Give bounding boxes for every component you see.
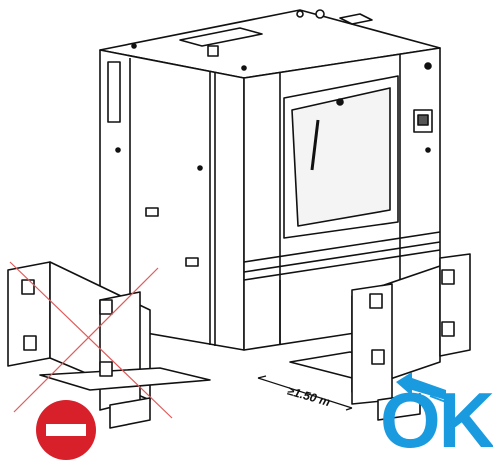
no-entry-icon: [36, 400, 96, 460]
pallet-frame-wrong: [7, 261, 211, 429]
pallet-frame-correct: [289, 253, 471, 421]
washer-extractor-machine: [99, 9, 441, 351]
distance-dimension: [257, 375, 353, 411]
ok-label: OK: [380, 376, 493, 464]
distance-label: ≥1.50 m: [286, 384, 332, 410]
cross-out-mark: [9, 261, 173, 419]
arrow-left-icon: [396, 372, 447, 403]
